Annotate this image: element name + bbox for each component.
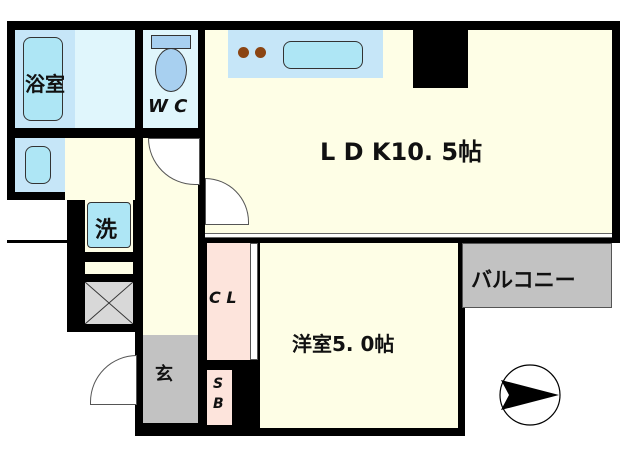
western-room: 洋室5. 0帖 xyxy=(260,243,458,428)
bath-label: 浴室 xyxy=(25,72,65,96)
ldk-door[interactable] xyxy=(205,178,249,225)
ldk-label: L D K10. 5帖 xyxy=(320,138,483,166)
toilet-tank xyxy=(151,35,191,49)
wash-basin xyxy=(25,146,51,184)
wc-label: W C xyxy=(148,96,188,117)
storage-box xyxy=(85,282,133,324)
entrance: 玄 xyxy=(143,335,198,423)
wc-door[interactable] xyxy=(148,138,200,185)
bathroom: 浴室 xyxy=(15,30,135,128)
ldk: L D K10. 5帖 xyxy=(205,30,612,235)
washer-label: 洗 xyxy=(95,218,118,243)
stove-burner-icon xyxy=(238,47,249,58)
closet: C L xyxy=(207,243,250,360)
sliding-window[interactable] xyxy=(205,233,612,238)
shoebox-label: S B xyxy=(213,376,224,412)
pillar xyxy=(413,30,468,88)
closet-door[interactable] xyxy=(250,243,258,360)
closet-label: C L xyxy=(209,288,237,307)
washer-space: 洗 xyxy=(87,202,131,248)
wash-basin-area xyxy=(15,138,65,192)
dressing-area xyxy=(65,138,135,200)
bathtub xyxy=(23,37,63,121)
western-label: 洋室5. 0帖 xyxy=(292,332,395,356)
toilet-room: W C xyxy=(143,30,198,128)
entrance-label: 玄 xyxy=(155,364,173,385)
balcony: バルコニー xyxy=(462,243,612,308)
toilet-bowl xyxy=(155,48,187,92)
sink xyxy=(283,41,363,69)
shoe-box: S B xyxy=(207,370,232,425)
hallway xyxy=(143,138,200,335)
kitchen-counter xyxy=(228,30,383,78)
compass-icon xyxy=(499,364,561,426)
stove-burner-icon xyxy=(255,47,266,58)
balcony-label: バルコニー xyxy=(471,268,576,292)
